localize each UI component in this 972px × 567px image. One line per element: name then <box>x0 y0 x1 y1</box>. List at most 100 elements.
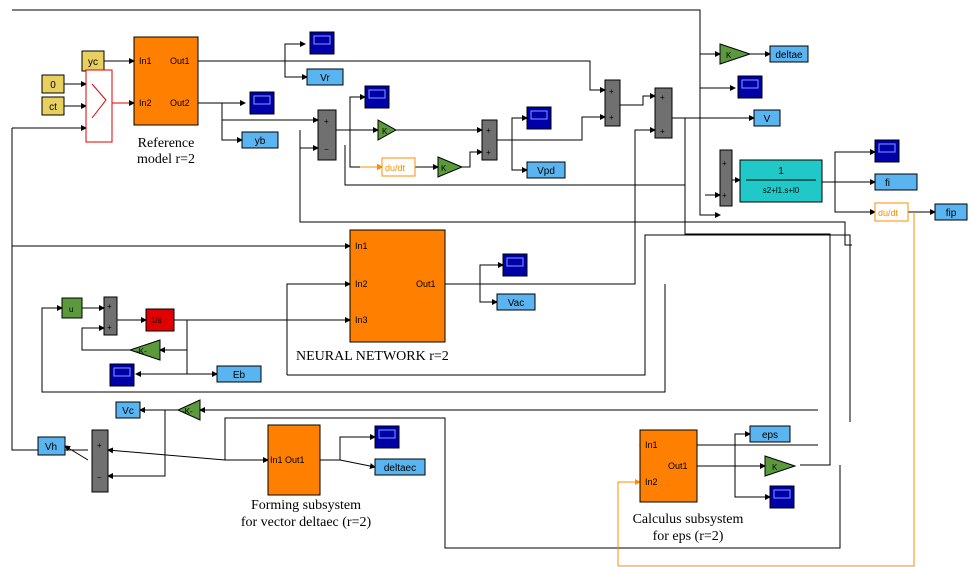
sum4-plus-a: + <box>660 93 665 102</box>
sum3-plus-b: + <box>609 113 614 122</box>
const-zero-label: 0 <box>50 80 56 91</box>
sum5-plus-a: + <box>722 159 727 168</box>
nn-in1-port: In1 <box>355 241 368 251</box>
scope-eb[interactable] <box>109 363 135 387</box>
integrator-block[interactable] <box>145 308 175 332</box>
derivative-block-2[interactable] <box>874 202 909 222</box>
gain2-label: K <box>441 164 447 173</box>
switch-block[interactable] <box>85 69 113 143</box>
out-vac[interactable] <box>496 293 536 311</box>
scope-top-1[interactable] <box>309 31 335 55</box>
sum-block-6[interactable] <box>103 296 118 336</box>
gain4-label: -K- <box>136 347 147 356</box>
scope-right-1[interactable] <box>874 139 900 163</box>
gain5-label: -K- <box>182 407 193 416</box>
out-vpd[interactable] <box>526 161 566 179</box>
out-v-label: V <box>764 114 771 125</box>
gain-block-vc[interactable] <box>176 399 201 421</box>
forming-subsystem[interactable] <box>267 424 321 496</box>
ref-in2-port: In2 <box>139 98 152 108</box>
sum-block-4[interactable] <box>654 87 673 139</box>
transfer-function-block[interactable] <box>739 159 823 203</box>
const-ct-label: ct <box>49 102 57 113</box>
derivative1-label: du/dt <box>385 163 406 173</box>
calc-caption-line2: for eps (r=2) <box>653 529 724 544</box>
gain1-label: K <box>382 127 388 136</box>
orange-wires <box>360 164 915 567</box>
sum5-plus-b: + <box>722 191 727 200</box>
out-deltae[interactable] <box>769 45 809 63</box>
derivative-block-1[interactable] <box>381 157 416 177</box>
sum2-plus-a: + <box>486 126 491 135</box>
sum-block-1[interactable] <box>317 109 337 161</box>
out-vpd-label: Vpd <box>537 166 555 177</box>
out-deltaec[interactable] <box>374 458 426 476</box>
out-eps-label: eps <box>762 430 778 441</box>
nn-caption: NEURAL NETWORK r=2 <box>296 349 449 364</box>
out-vr[interactable] <box>306 68 344 86</box>
ref-caption-line1: Reference <box>138 136 195 151</box>
forming-ports: In1 Out1 <box>270 455 305 465</box>
sum6-plus-b: + <box>107 323 112 332</box>
reference-model-subsystem[interactable] <box>133 36 199 126</box>
out-vc[interactable] <box>115 401 141 419</box>
calc-out1-port: Out1 <box>668 461 688 471</box>
scope-top-5[interactable] <box>737 75 763 99</box>
forming-caption-line1: Forming subsystem <box>251 498 361 513</box>
wires <box>11 9 936 549</box>
scope-nn[interactable] <box>502 253 528 277</box>
out-v[interactable] <box>753 109 781 127</box>
tf-numerator: 1 <box>778 166 784 177</box>
out-fip[interactable] <box>934 203 968 221</box>
out-vh[interactable] <box>37 436 66 456</box>
out-deltae-label: deltae <box>775 50 803 61</box>
ref-out1-port: Out1 <box>170 56 190 66</box>
nn-in3-port: In3 <box>355 315 368 325</box>
gain-block-1[interactable] <box>377 119 398 141</box>
tf-denominator: s2+l1.s+l0 <box>763 186 800 195</box>
sum1-plus: + <box>324 117 329 126</box>
scope-top-3[interactable] <box>364 85 390 109</box>
gain-block-eps[interactable] <box>764 455 797 477</box>
ref-in1-port: In1 <box>139 56 152 66</box>
const-zero-block[interactable] <box>41 74 65 94</box>
calc-in1-port: In1 <box>645 440 658 450</box>
out-fi[interactable] <box>874 173 918 191</box>
sum-block-7[interactable] <box>91 429 109 493</box>
forming-caption-line2: for vector deltaec (r=2) <box>241 515 372 530</box>
out-vh-label: Vh <box>45 442 57 453</box>
sum4-plus-b: + <box>660 127 665 136</box>
out-eb[interactable] <box>216 365 262 383</box>
out-eb-label: Eb <box>233 370 246 381</box>
out-fi-label: fi <box>885 178 890 189</box>
sum3-plus-a: + <box>609 87 614 96</box>
sum-block-5[interactable] <box>719 149 733 207</box>
sum7-minus: − <box>97 473 102 482</box>
gain-block-nn-loop[interactable] <box>128 339 161 361</box>
sum7-plus: + <box>97 441 102 450</box>
scope-forming[interactable] <box>374 425 400 449</box>
scope-top-2[interactable] <box>249 91 275 115</box>
sum-block-2[interactable] <box>481 119 498 161</box>
out-vac-label: Vac <box>508 298 525 309</box>
calc-in2-port: In2 <box>645 477 658 487</box>
out-yb[interactable] <box>241 131 279 149</box>
out-fip-label: fip <box>946 208 957 219</box>
fcn-u-block[interactable] <box>61 297 83 319</box>
calc-caption-line1: Calculus subsystem <box>633 512 744 527</box>
scope-calculus[interactable] <box>769 485 795 509</box>
derivative2-label: du/dt <box>878 208 899 218</box>
nn-in2-port: In2 <box>355 279 368 289</box>
out-vr-label: Vr <box>320 73 330 84</box>
out-vc-label: Vc <box>122 406 134 417</box>
fcn-u-label: u <box>69 305 73 314</box>
const-ct-block[interactable] <box>41 96 65 116</box>
out-eps[interactable] <box>749 425 791 443</box>
scope-top-4[interactable] <box>526 106 552 130</box>
calculus-subsystem[interactable] <box>639 429 698 503</box>
neural-network-subsystem[interactable] <box>349 229 446 343</box>
gain-block-deltae[interactable] <box>719 43 752 65</box>
sum-block-3[interactable] <box>604 79 621 127</box>
gain-block-2[interactable] <box>437 156 464 178</box>
